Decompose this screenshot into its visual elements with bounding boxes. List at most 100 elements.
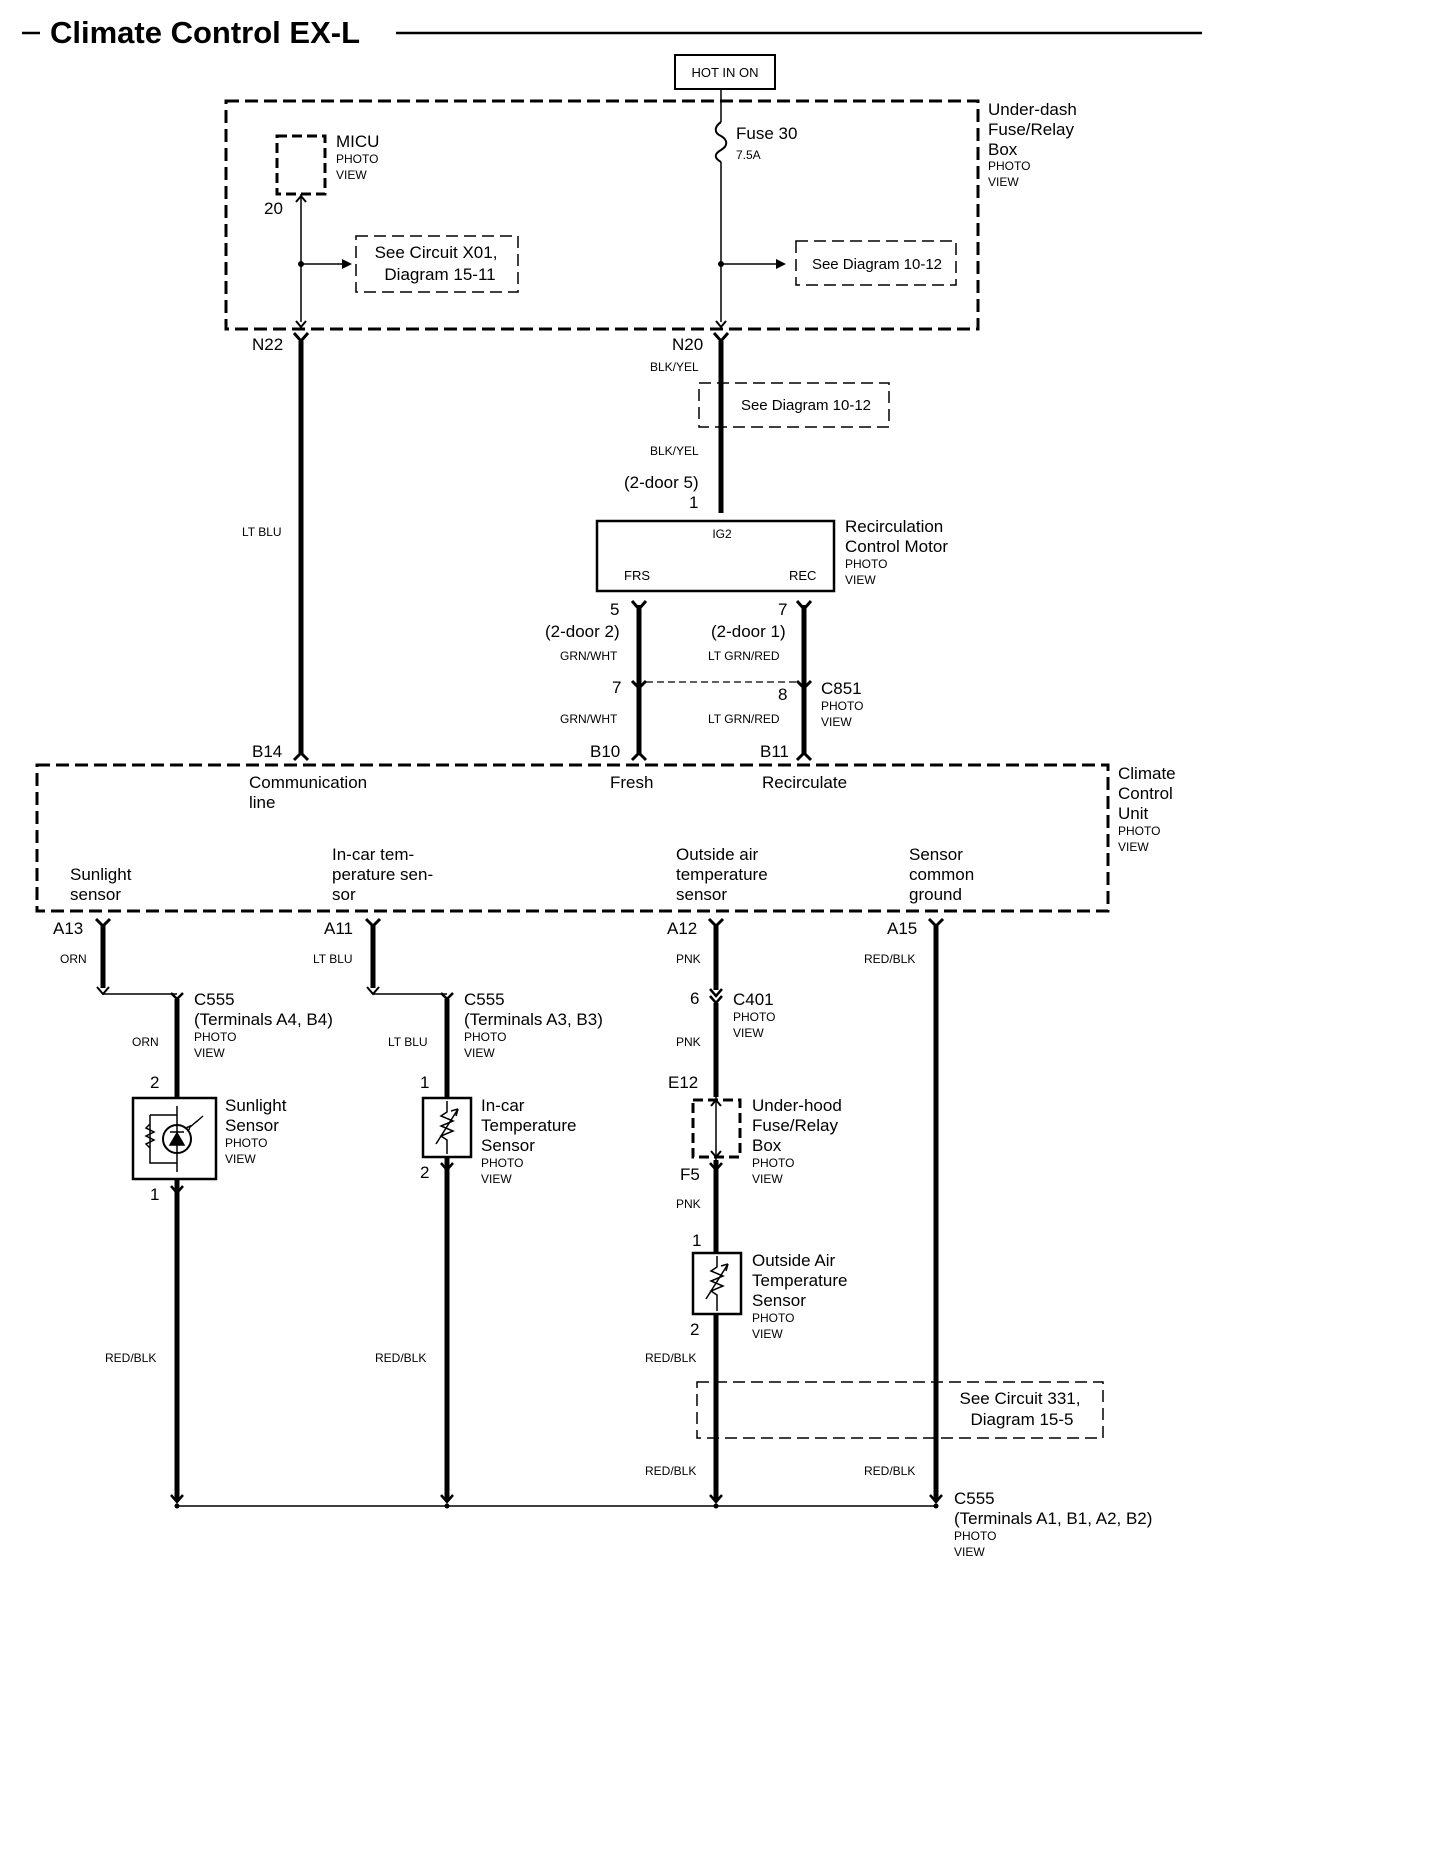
conn-n22: N22 [252,335,283,354]
sunlight-sensor-symbol [149,1106,178,1172]
under-hood-chevron-bot [710,1150,722,1159]
motor-label-2: Control Motor [845,537,948,556]
conn-c401: C401 [733,990,774,1009]
incar-sensor-view: VIEW [481,1172,512,1186]
sun-pin-top: 2 [150,1073,159,1092]
incar-sensor-label-2: Temperature [481,1116,576,1135]
sun-sensor-label-2: Sensor [225,1116,279,1135]
b10-chevron [630,750,648,762]
ccu-label-2: Control [1118,784,1173,803]
fuse-box-photo: PHOTO [988,159,1030,173]
sunlight-resistor [144,1123,156,1149]
ref-circuit-x01 [355,235,519,293]
ccu-out-2: temperature [676,865,768,884]
micu-box [275,134,327,196]
wire-label-pnk-2: PNK [676,1035,701,1049]
gnd-chevron-sun [170,1494,184,1504]
hot-in-on-label: HOT IN ON [692,65,759,80]
ccu-comm-1: Communication [249,773,367,792]
ccu-out-1: Outside air [676,845,759,864]
ccu-fresh: Fresh [610,773,653,792]
micu-chevron-bot [295,320,307,329]
conn-b11: B11 [760,742,789,761]
sun-sensor-label-1: Sunlight [225,1096,287,1115]
outside-sensor-label-3: Sensor [752,1291,806,1310]
micu-branch-arrow [342,259,352,269]
outside-sensor-label-2: Temperature [752,1271,847,1290]
conn-c555-incar: C555 [464,990,505,1009]
conn-c555-sun: C555 [194,990,235,1009]
outside-pin-top: 1 [692,1231,701,1250]
wiring-diagram: Climate Control EX-L HOT IN ON Under-das… [22,15,1202,1559]
conn-n20: N20 [672,335,703,354]
wire-label-lt-blu-comm: LT BLU [242,525,282,539]
c555-incar-terms: (Terminals A3, B3) [464,1010,603,1029]
ref-331-line2: Diagram 15-5 [971,1410,1074,1429]
gnd-chevron-incar [440,1494,454,1504]
wire-label-pnk-1: PNK [676,952,701,966]
conn-a13: A13 [53,919,83,938]
under-hood-label-3: Box [752,1136,782,1155]
c555-incar-photo: PHOTO [464,1030,506,1044]
ccu-comm-2: line [249,793,275,812]
orn-end-chevron [96,986,110,996]
fuse-box-label-1: Under-dash [988,100,1077,119]
ccu-view: VIEW [1118,840,1149,854]
ccu-incar-2: perature sen- [332,865,433,884]
ccu-label-3: Unit [1118,804,1149,823]
sunlight-diode-icon [168,1115,186,1163]
ccu-incar-1: In-car tem- [332,845,414,864]
motor-pin-in: 1 [689,493,698,512]
ccu-gnd-1: Sensor [909,845,963,864]
sunlight-rays-icon [185,1115,204,1131]
ref-diagram-10-12-a [795,240,957,286]
ref-x01-line2: Diagram 15-11 [384,265,495,284]
wire-label-grn-wht-2: GRN/WHT [560,712,618,726]
wire-label-lt-grn-red-1: LT GRN/RED [708,649,780,663]
micu-photo: PHOTO [336,152,378,166]
incar-sensor-label-1: In-car [481,1096,525,1115]
sun-sensor-photo: PHOTO [225,1136,267,1150]
fuse-30-label: Fuse 30 [736,124,797,143]
sun-pin-bot: 1 [150,1185,159,1204]
fuse-30-symbol [714,121,728,163]
ground-dot-incar [444,1503,450,1509]
wire-label-pnk-3: PNK [676,1197,701,1211]
c555-incar-view: VIEW [464,1046,495,1060]
ref-1012-b-bg [727,390,885,418]
ccu-out-3: sensor [676,885,727,904]
ground-dot-outside [713,1503,719,1509]
b11-chevron [795,750,813,762]
fuse-box-label-2: Fuse/Relay [988,120,1074,139]
micu-chevron-top [295,194,307,203]
sun-sensor-view: VIEW [225,1152,256,1166]
climate-control-unit [35,763,1110,913]
b14-chevron [292,750,310,762]
outside-sensor-view: VIEW [752,1327,783,1341]
motor-pin-frs: 5 [610,600,619,619]
wire-label-lt-grn-red-2: LT GRN/RED [708,712,780,726]
c851-view: VIEW [821,715,852,729]
under-hood-view: VIEW [752,1172,783,1186]
ccu-gnd-3: ground [909,885,962,904]
c555-ground-terms: (Terminals A1, B1, A2, B2) [954,1509,1152,1528]
outside-sensor-label-1: Outside Air [752,1251,835,1270]
wire-label-lt-blu-incar-1: LT BLU [313,952,353,966]
conn-e12: E12 [668,1073,698,1092]
c851-photo: PHOTO [821,699,863,713]
wire-label-orn-1: ORN [60,952,87,966]
ground-dot-common [933,1503,939,1509]
wire-label-blk-yel-2: BLK/YEL [650,444,699,458]
under-dash-fuse-box [224,99,980,331]
n22-chevron [292,332,310,344]
outside-thermistor-icon [705,1256,729,1311]
n20-chevron [712,332,730,344]
outside-sensor-photo: PHOTO [752,1311,794,1325]
wire-label-red-blk-outside-1: RED/BLK [645,1351,696,1365]
under-hood-label-1: Under-hood [752,1096,842,1115]
ccu-label-1: Climate [1118,764,1176,783]
ref-1012-a-label: See Diagram 10-12 [812,256,942,273]
c555-sun-view: VIEW [194,1046,225,1060]
conn-b10: B10 [590,742,620,761]
c555-ground-view: VIEW [954,1545,985,1559]
